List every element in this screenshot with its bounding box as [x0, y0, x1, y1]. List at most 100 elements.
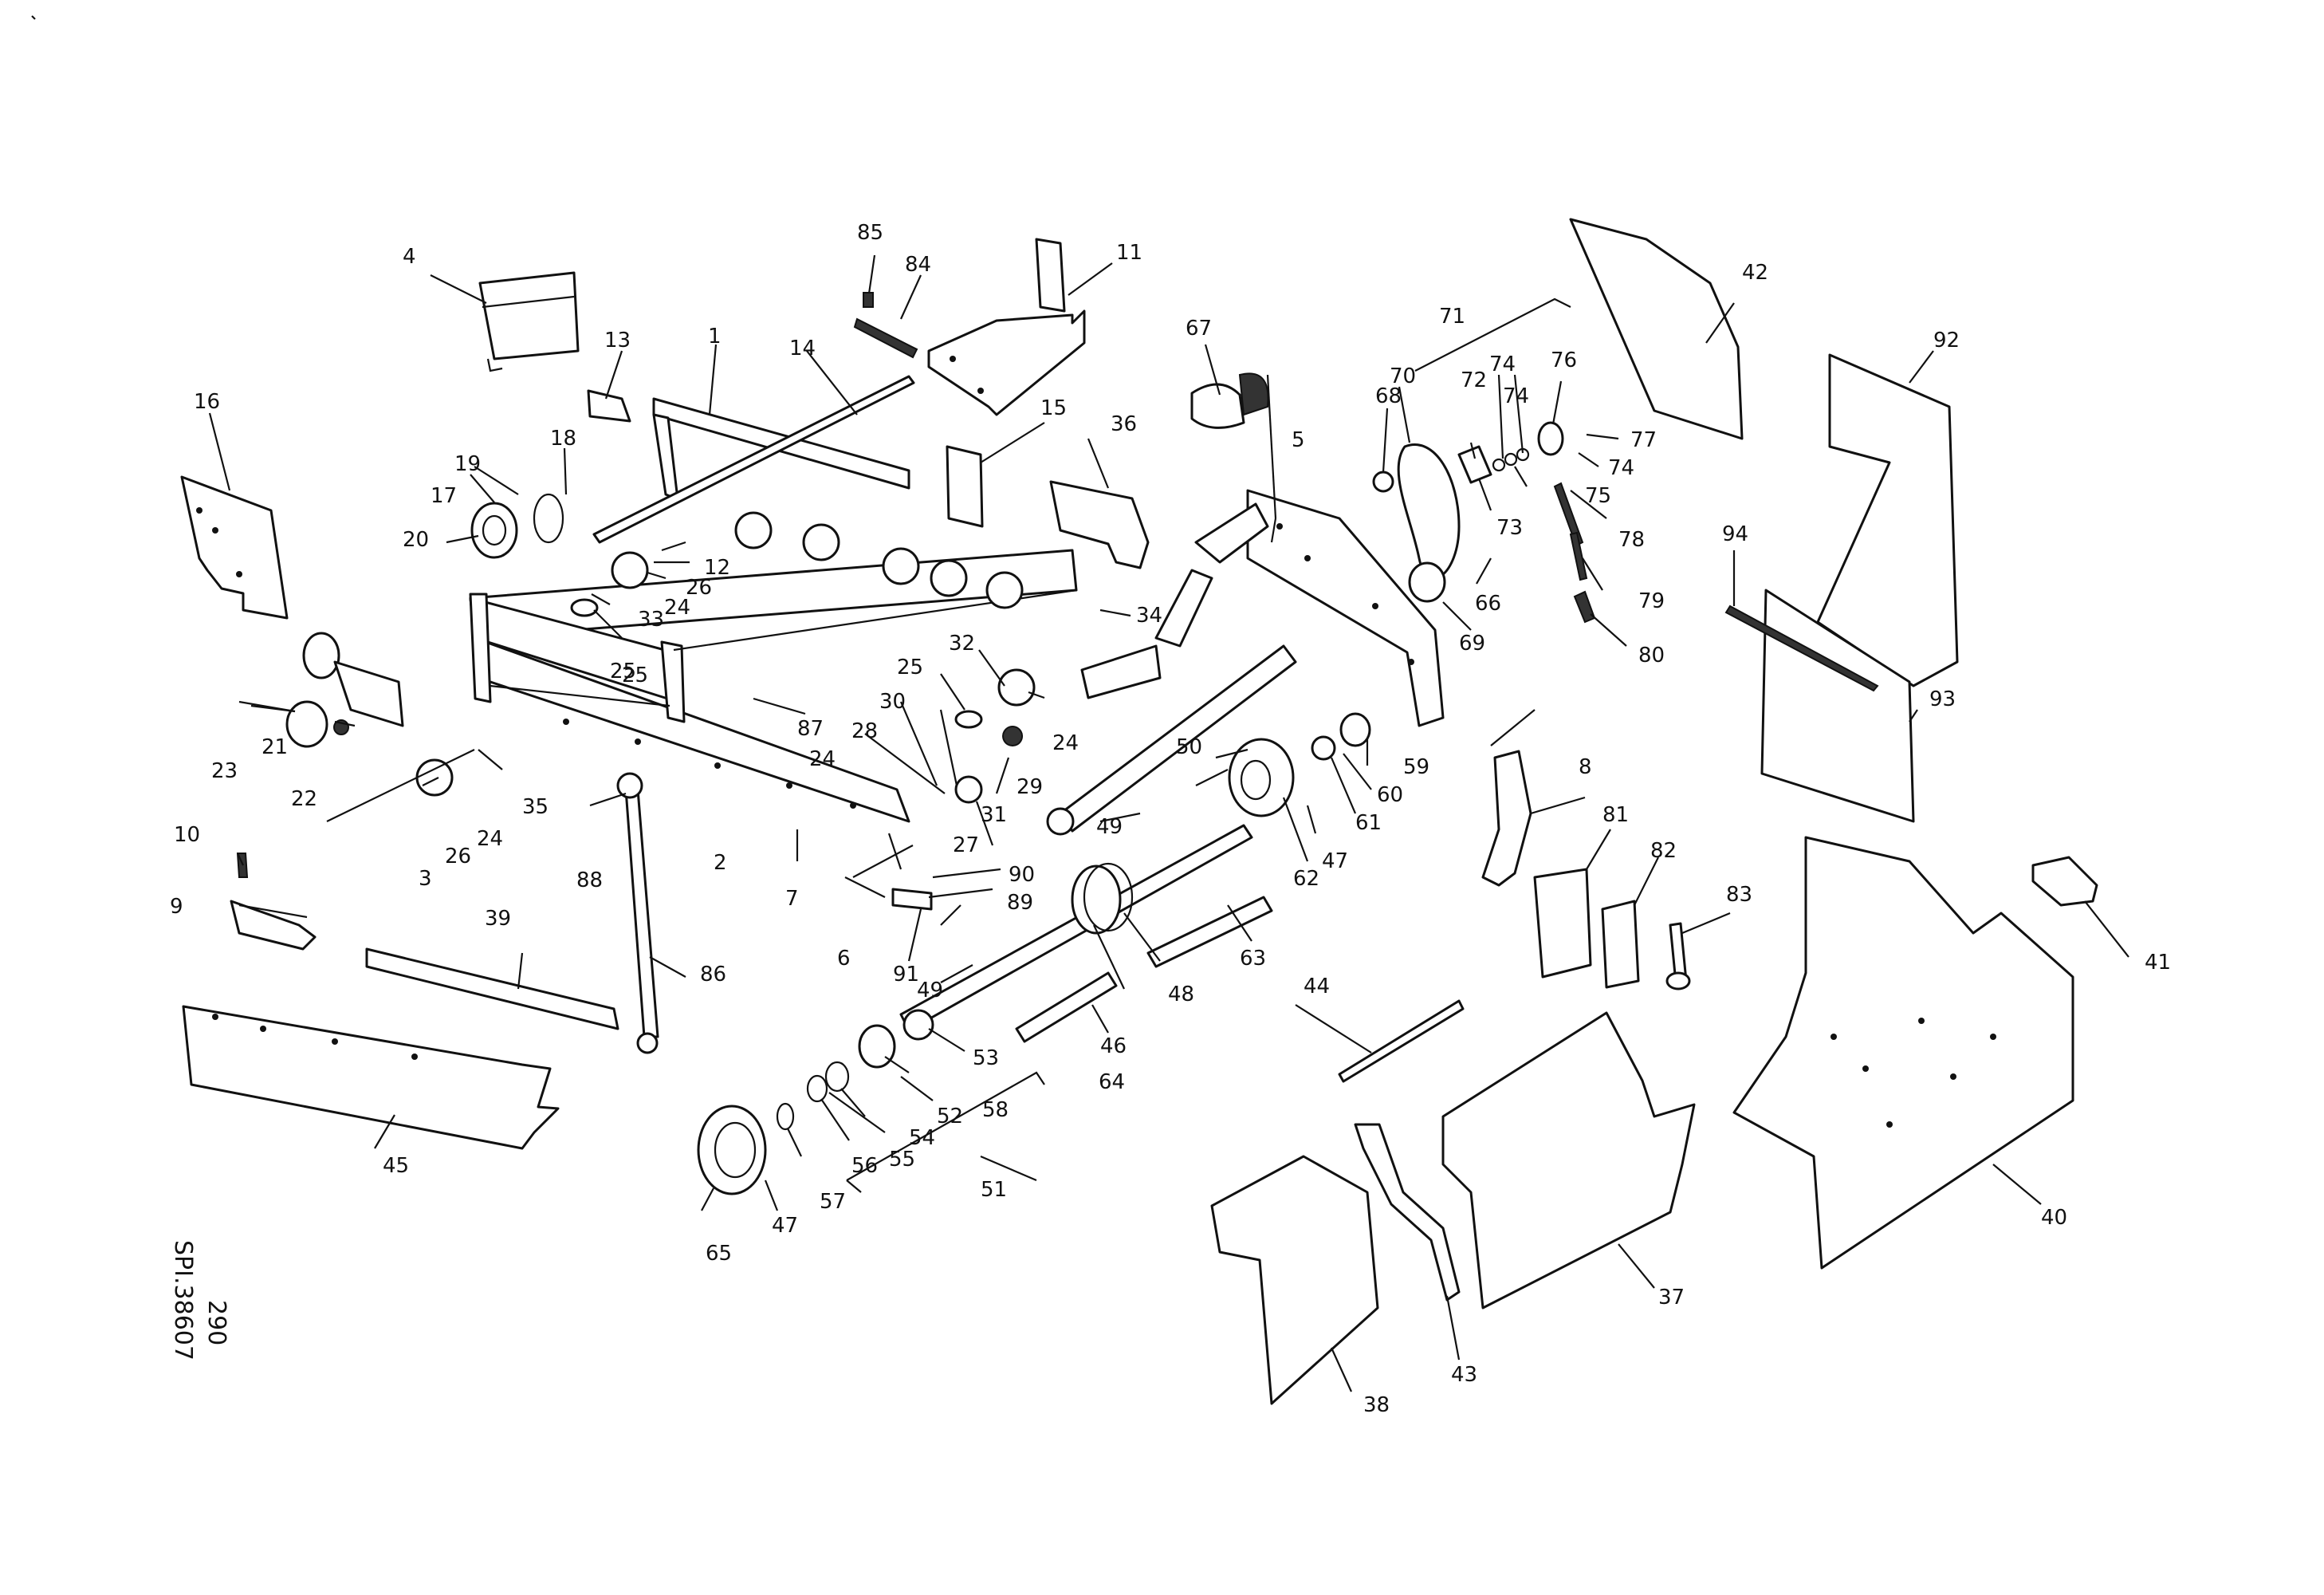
- callout-53: 53: [973, 1046, 999, 1070]
- callout-45: 45: [383, 1154, 409, 1178]
- part-45-plate: [182, 1005, 560, 1150]
- callout-13: 13: [604, 329, 631, 352]
- callout-74c: 74: [1608, 456, 1634, 480]
- part-70-chain: [1397, 443, 1461, 580]
- callout-28: 28: [851, 719, 878, 743]
- part-40-base-plate: [1732, 836, 2074, 1270]
- part-63-tube: [1146, 896, 1273, 968]
- callout-74b: 74: [1503, 384, 1529, 408]
- callout-7: 7: [785, 887, 799, 911]
- callout-70: 70: [1390, 364, 1416, 388]
- part-4-bracket: [478, 271, 580, 372]
- callout-24b: 24: [477, 827, 503, 851]
- callout-50: 50: [1176, 735, 1202, 759]
- callout-80: 80: [1638, 644, 1665, 668]
- callout-62: 62: [1293, 867, 1319, 891]
- callout-89: 89: [1007, 891, 1033, 915]
- part-60-bearing: [1311, 735, 1336, 761]
- callout-90: 90: [1009, 863, 1035, 887]
- part-64-tube: [1015, 971, 1118, 1043]
- part-24-roller-top: [611, 551, 649, 589]
- part-52-housing: [858, 1024, 896, 1069]
- callout-21: 21: [261, 735, 288, 759]
- part-57-washer: [776, 1102, 795, 1131]
- callout-35: 35: [522, 795, 549, 819]
- callout-14: 14: [789, 337, 816, 360]
- callout-36: 36: [1111, 412, 1137, 436]
- callout-69: 69: [1459, 632, 1485, 656]
- reference-code: SPI.38607: [169, 1240, 197, 1361]
- part-29-spring: [1002, 726, 1024, 746]
- callout-56: 56: [851, 1154, 878, 1178]
- part-5-side-plate: [1246, 489, 1445, 727]
- callout-40: 40: [2041, 1206, 2067, 1230]
- callout-67: 67: [1186, 317, 1212, 341]
- callout-84: 84: [905, 253, 931, 277]
- callout-27: 27: [953, 833, 979, 857]
- callout-91: 91: [893, 963, 919, 987]
- callout-92: 92: [1933, 329, 1960, 352]
- callout-49b: 49: [917, 979, 943, 1002]
- callout-12: 12: [704, 556, 730, 580]
- callout-75: 75: [1585, 484, 1611, 508]
- callout-25b: 25: [897, 656, 923, 679]
- part-84-pin: [853, 317, 918, 359]
- callout-52: 52: [937, 1105, 963, 1128]
- part-24-roller-left: [415, 758, 454, 797]
- part-48-gear: [1071, 862, 1134, 935]
- part-68-sprocket: [1372, 471, 1394, 493]
- callout-46: 46: [1100, 1034, 1127, 1058]
- part-13-plate: [587, 389, 631, 423]
- callout-22: 22: [291, 787, 317, 811]
- part-81-bracket: [1533, 868, 1592, 979]
- part-83-handle: [1665, 922, 1691, 990]
- callout-61: 61: [1355, 811, 1382, 835]
- callout-24d: 24: [809, 747, 836, 771]
- part-59-cap: [1339, 712, 1371, 747]
- part-54-washer: [824, 1061, 850, 1093]
- part-47-gear-bottom: [697, 1105, 767, 1195]
- callout-18: 18: [550, 427, 576, 451]
- part-44-bar: [1338, 999, 1465, 1083]
- part-14-rod: [592, 375, 915, 544]
- part-86-strut: [616, 772, 659, 1054]
- part-67-motor: [1190, 372, 1269, 429]
- part-82-plate: [1601, 900, 1640, 989]
- part-34-lever: [1080, 502, 1269, 699]
- callout-20: 20: [403, 528, 429, 552]
- callout-10: 10: [174, 823, 200, 847]
- callout-33: 33: [638, 608, 664, 632]
- part-39-bar: [365, 947, 619, 1030]
- callout-63: 63: [1240, 947, 1266, 971]
- part-17-pulley: [470, 502, 518, 559]
- callout-44: 44: [1304, 975, 1330, 998]
- callout-31: 31: [981, 803, 1007, 827]
- shaft-end: [1046, 807, 1075, 836]
- part-42-panel: [1569, 218, 1744, 440]
- callout-65: 65: [706, 1242, 732, 1266]
- callout-47b: 47: [772, 1214, 798, 1238]
- callout-68: 68: [1375, 384, 1402, 408]
- callout-41: 41: [2145, 951, 2171, 975]
- callout-78: 78: [1618, 528, 1645, 552]
- callout-6: 6: [837, 947, 851, 971]
- callout-43: 43: [1451, 1363, 1477, 1387]
- registration-tick: [31, 15, 36, 20]
- callout-25c: 25: [622, 664, 648, 687]
- callout-59: 59: [1403, 755, 1429, 779]
- part-16-side-plate: [180, 475, 289, 620]
- part-69-sprocket: [1408, 561, 1446, 603]
- callout-85: 85: [857, 221, 883, 245]
- part-21-idler-assembly: [238, 632, 404, 748]
- page-number: 290: [203, 1300, 230, 1345]
- part-94-rod: [1724, 605, 1879, 692]
- callout-numbers: 1 2 3 4 5 6 7 8 9 10 11 12 13 14 15 16 1…: [170, 221, 2171, 1417]
- main-frame: [469, 511, 1078, 823]
- part-25-disc-mid: [954, 710, 983, 729]
- part-6-link: [891, 888, 933, 911]
- callout-94: 94: [1722, 522, 1748, 546]
- callout-17: 17: [431, 484, 457, 508]
- callout-25a: 25: [610, 660, 636, 683]
- callout-3: 3: [419, 867, 432, 891]
- callout-47a: 47: [1322, 849, 1348, 873]
